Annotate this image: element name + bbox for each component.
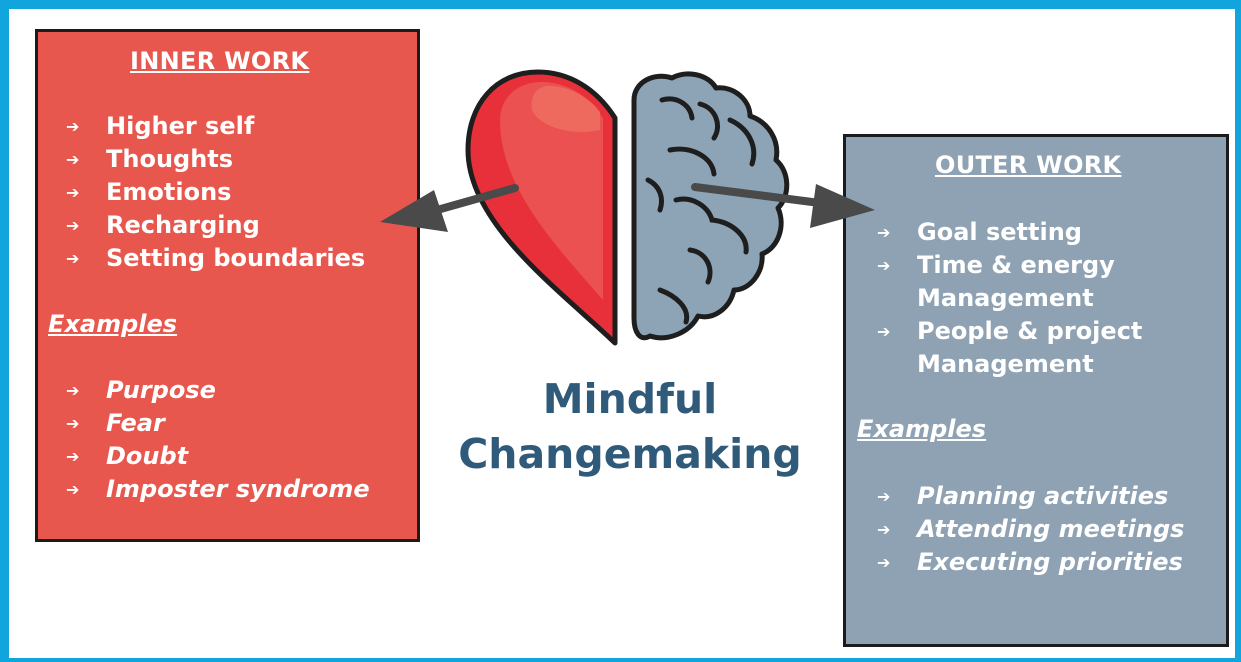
bullet-arrow-icon: ➔ bbox=[66, 183, 80, 202]
title-line-2: Changemaking bbox=[458, 430, 802, 478]
bullet-arrow-icon: ➔ bbox=[66, 480, 80, 499]
list-item: ➔People & project bbox=[857, 315, 1142, 348]
bullet-arrow-icon: ➔ bbox=[877, 322, 891, 341]
bullet-arrow-icon: ➔ bbox=[66, 117, 80, 136]
list-item: ➔Attending meetings bbox=[857, 513, 1184, 546]
bullet-arrow-icon: ➔ bbox=[877, 487, 891, 506]
list-item: ➔Recharging bbox=[46, 209, 365, 242]
list-item: ➔Goal setting bbox=[857, 216, 1142, 249]
outer-examples-list: ➔Planning activities ➔Attending meetings… bbox=[857, 480, 1184, 579]
list-item: ➔Time & energy bbox=[857, 249, 1142, 282]
list-item: Management bbox=[917, 350, 1094, 378]
outer-work-panel: OUTER WORK ➔Goal setting ➔Time & energy … bbox=[843, 134, 1229, 647]
inner-work-title: INNER WORK bbox=[130, 47, 310, 75]
inner-work-list: ➔Higher self ➔Thoughts ➔Emotions ➔Rechar… bbox=[46, 110, 365, 275]
bullet-arrow-icon: ➔ bbox=[66, 447, 80, 466]
bullet-arrow-icon: ➔ bbox=[877, 553, 891, 572]
bullet-arrow-icon: ➔ bbox=[66, 381, 80, 400]
list-item: ➔Doubt bbox=[46, 440, 370, 473]
list-item: ➔Purpose bbox=[46, 374, 370, 407]
bullet-arrow-icon: ➔ bbox=[66, 150, 80, 169]
bullet-arrow-icon: ➔ bbox=[66, 216, 80, 235]
heart-half-icon bbox=[465, 69, 618, 346]
outer-examples-label: Examples bbox=[857, 415, 987, 443]
inner-examples-list: ➔Purpose ➔Fear ➔Doubt ➔Imposter syndrome bbox=[46, 374, 370, 506]
title-line-1: Mindful bbox=[542, 375, 718, 423]
list-item: ➔Fear bbox=[46, 407, 370, 440]
list-item: ➔Planning activities bbox=[857, 480, 1184, 513]
list-item: ➔Executing priorities bbox=[857, 546, 1184, 579]
bullet-arrow-icon: ➔ bbox=[66, 249, 80, 268]
list-item: ➔Higher self bbox=[46, 110, 365, 143]
arrow-left-icon bbox=[380, 184, 519, 232]
diagram-title: Mindful Changemaking bbox=[440, 372, 820, 482]
brain-half-icon bbox=[631, 71, 790, 341]
bullet-arrow-icon: ➔ bbox=[877, 223, 891, 242]
bullet-arrow-icon: ➔ bbox=[66, 414, 80, 433]
bullet-arrow-icon: ➔ bbox=[877, 520, 891, 539]
outer-work-title: OUTER WORK bbox=[935, 151, 1122, 179]
list-item: Management bbox=[917, 284, 1094, 312]
inner-examples-label: Examples bbox=[48, 310, 178, 338]
bullet-arrow-icon: ➔ bbox=[877, 256, 891, 275]
arrow-right-icon bbox=[691, 183, 875, 228]
list-item: ➔Emotions bbox=[46, 176, 365, 209]
inner-work-panel: INNER WORK ➔Higher self ➔Thoughts ➔Emoti… bbox=[35, 29, 420, 542]
list-item: ➔Thoughts bbox=[46, 143, 365, 176]
outer-work-list: ➔Goal setting ➔Time & energy Management … bbox=[857, 216, 1142, 381]
list-item: ➔Imposter syndrome bbox=[46, 473, 370, 506]
list-item: ➔Setting boundaries bbox=[46, 242, 365, 275]
